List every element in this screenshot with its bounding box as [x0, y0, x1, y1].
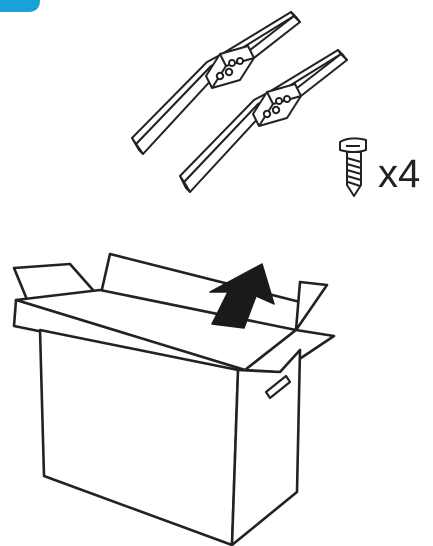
screw-quantity-label: x4 — [378, 152, 420, 196]
stand-bracket-1 — [131, 11, 301, 155]
lift-up-arrow-icon — [209, 263, 275, 329]
screw-icon — [339, 137, 367, 197]
stand-bracket-2 — [179, 49, 348, 193]
step-tab-corner — [0, 0, 40, 12]
open-carton-box-icon — [12, 252, 336, 546]
